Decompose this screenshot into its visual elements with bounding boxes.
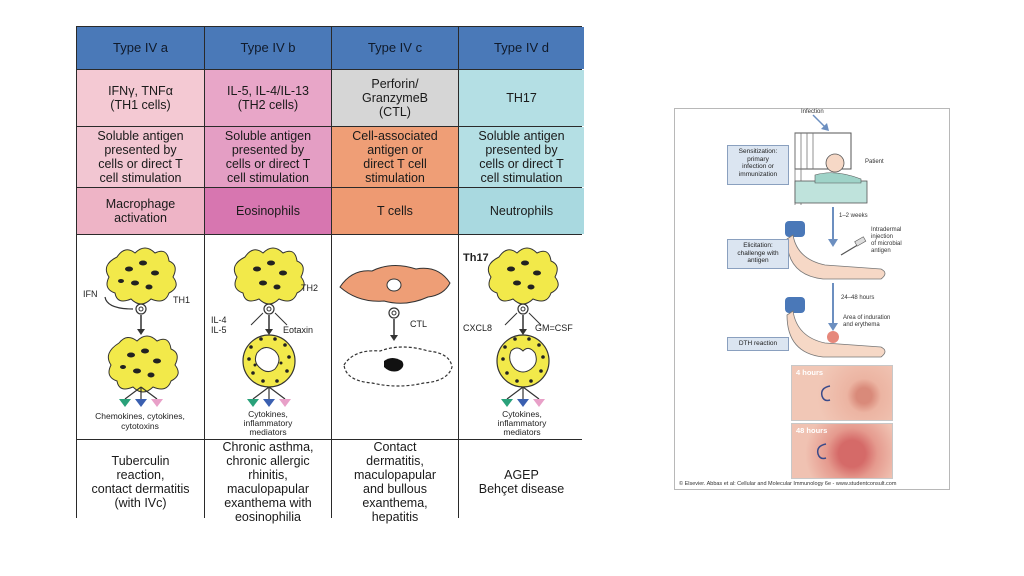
hypersensitivity-type-iv-table: Type IV a Type IV b Type IV c Type IV d … xyxy=(76,26,584,524)
il5-label: IL-5 xyxy=(211,325,227,335)
cxcl8-label: CXCL8 xyxy=(463,323,492,333)
antigen-cell-b: Soluble antigen presented by cells or di… xyxy=(205,127,331,187)
illustration-macrophage: IFN TH1 Chemokines, cytokines, cytotoxin… xyxy=(77,235,204,439)
illustration-ctl: CTL xyxy=(332,235,458,439)
photo-4-hours: 4 hours xyxy=(791,365,893,421)
elicitation-box: Elicitation: challenge with antigen xyxy=(727,239,789,269)
photo-4-hours-label: 4 hours xyxy=(796,368,824,377)
sensitization-box: Sensitization: primary infection or immu… xyxy=(727,145,789,185)
ctl-label: CTL xyxy=(410,319,427,329)
cytokine-cell-d: TH17 xyxy=(459,70,584,126)
inflammatory-label-b: inflammatory xyxy=(244,418,293,428)
mediators-label-b: mediators xyxy=(249,427,286,437)
dth-reaction-figure: Sensitization: primary infection or immu… xyxy=(674,108,950,490)
cytokine-cell-b: IL-5, IL-4/IL-13 (TH2 cells) xyxy=(205,70,331,126)
cytotoxins-label: cytotoxins xyxy=(121,421,159,431)
disease-cell-b: Chronic asthma, chronic allergic rhiniti… xyxy=(205,440,331,524)
header-type-ivd: Type IV d xyxy=(459,27,584,69)
effector-cell-b: Eosinophils xyxy=(205,188,331,234)
injection-label: Intradermal injection of microbial antig… xyxy=(871,227,902,254)
cytokine-cell-a: IFNγ, TNFα (TH1 cells) xyxy=(77,70,204,126)
ifn-label: IFN xyxy=(83,289,98,299)
effector-cell-d: Neutrophils xyxy=(459,188,584,234)
header-type-iva: Type IV a xyxy=(77,27,204,69)
pen-mark-icon-2 xyxy=(816,443,827,460)
patient-label: Patient xyxy=(865,159,884,165)
disease-cell-c: Contact dermatitis, maculopapular and bu… xyxy=(332,440,458,524)
hours-label: 24–48 hours xyxy=(841,295,875,301)
cytokines-label-b: Cytokines, xyxy=(248,409,288,419)
antigen-cell-a: Soluble antigen presented by cells or di… xyxy=(77,127,204,187)
illustration-eosinophil: TH2 IL-4 IL-5 Eotaxin Cytokines, inflamm… xyxy=(205,235,331,439)
th1-label: TH1 xyxy=(173,295,190,305)
antigen-cell-c: Cell-associated antigen or direct T cell… xyxy=(332,127,458,187)
photo-48-hours: 48 hours xyxy=(791,423,893,479)
effector-cell-c: T cells xyxy=(332,188,458,234)
header-type-ivb: Type IV b xyxy=(205,27,331,69)
disease-cell-a: Tuberculin reaction, contact dermatitis … xyxy=(77,440,204,524)
mediators-label-d: mediators xyxy=(503,427,540,437)
inflammatory-label-d: inflammatory xyxy=(498,418,547,428)
il4-label: IL-4 xyxy=(211,315,227,325)
cytokine-cell-c: Perforin/ GranzymeB (CTL) xyxy=(332,70,458,126)
disease-cell-d: AGEP Behçet disease xyxy=(459,440,584,524)
macrophage-cell-icon xyxy=(105,247,177,305)
dying-cell-icon xyxy=(343,346,453,387)
weeks-label: 1–2 weeks xyxy=(839,213,868,219)
arm-reaction-icon xyxy=(785,297,886,358)
pen-mark-icon xyxy=(820,385,831,402)
illustration-neutrophil: Th17 CXCL8 GM=CSF Cytokines, inflammator… xyxy=(459,235,584,439)
infection-label: Infection xyxy=(801,109,824,115)
th17-label: Th17 xyxy=(463,252,489,264)
header-type-ivc: Type IV c xyxy=(332,27,458,69)
th2-label: TH2 xyxy=(301,283,318,293)
eotaxin-label: Eotaxin xyxy=(283,325,313,335)
antigen-cell-d: Soluble antigen presented by cells or di… xyxy=(459,127,584,187)
activated-macrophage-icon xyxy=(107,335,179,393)
chemokines-label: Chemokines, cytokines, xyxy=(95,411,185,421)
copyright-credit: © Elsevier. Abbas et al: Cellular and Mo… xyxy=(679,481,897,487)
cytokines-label-d: Cytokines, xyxy=(502,409,542,419)
th17-cell-icon xyxy=(487,247,559,305)
gmcsf-label: GM=CSF xyxy=(535,323,573,333)
patient-bed-icon xyxy=(794,132,868,205)
arm-injection-icon xyxy=(785,221,886,280)
dth-reaction-box: DTH reaction xyxy=(727,337,789,351)
induration-label: Area of induration and erythema xyxy=(843,315,891,328)
effector-cell-a: Macrophage activation xyxy=(77,188,204,234)
photo-48-hours-label: 48 hours xyxy=(796,426,828,435)
th2-cell-icon xyxy=(233,247,305,305)
